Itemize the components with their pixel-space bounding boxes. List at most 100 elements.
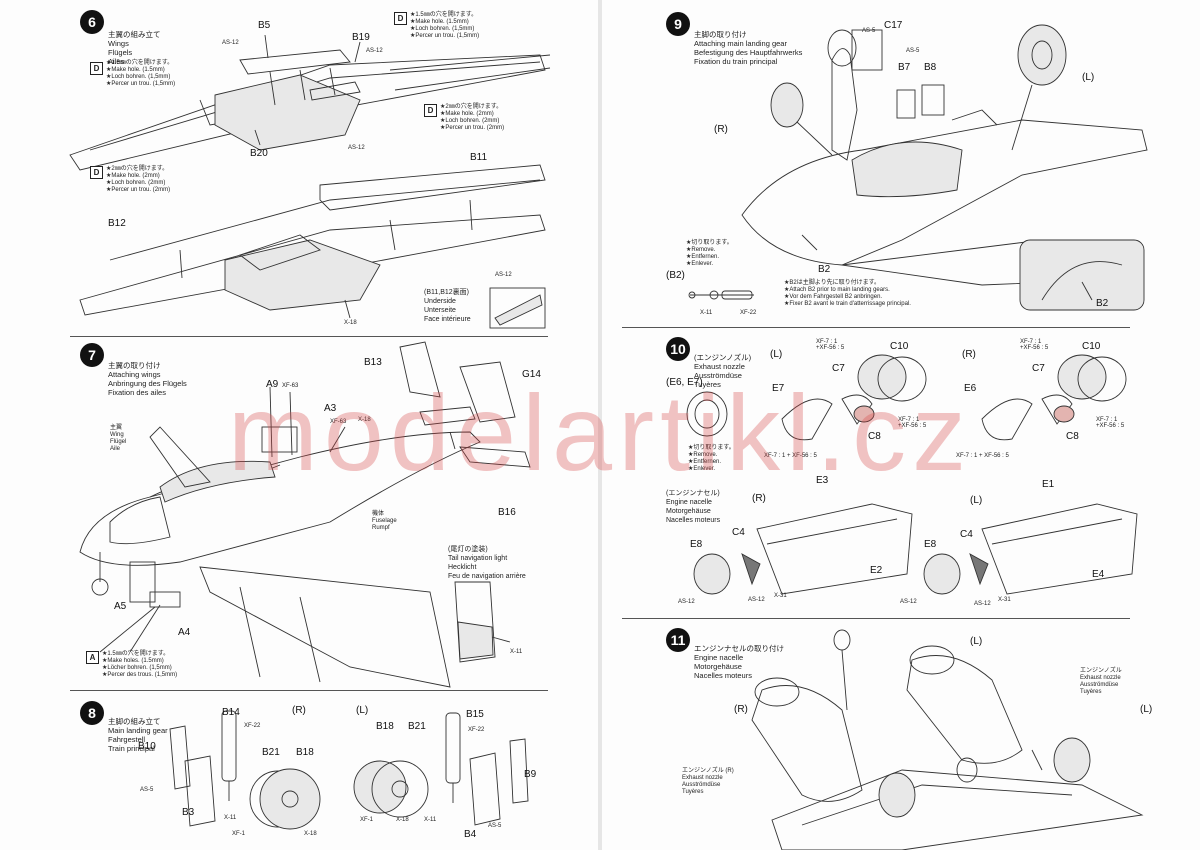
screw-label: X-11	[424, 817, 437, 823]
step-number: 9	[666, 12, 690, 36]
part-label: E8	[690, 539, 703, 550]
drill-mark: D	[394, 12, 407, 25]
part-label: B21	[262, 747, 280, 758]
part-label: B18	[376, 721, 394, 732]
part-label: B15	[466, 709, 484, 720]
part-label: B3	[182, 807, 195, 818]
screw-label: X-11	[700, 310, 713, 316]
section-divider	[622, 327, 1130, 328]
part-label: (B2)	[666, 270, 685, 281]
paint-mix: XF-7 : 1 + XF-56 : 5	[764, 453, 817, 459]
drill-note: ★1.5㎜の穴を開けます。★Make hole. (1.5mm)★Loch bo…	[106, 60, 176, 87]
part-label: E7	[772, 383, 785, 394]
paint-mix: XF-7 : 1 +XF-56 : 5	[816, 339, 845, 351]
part-label: C17	[884, 20, 903, 31]
step-number: 10	[666, 337, 690, 361]
screw-label: AS-12	[678, 599, 695, 605]
part-label: A3	[324, 403, 337, 414]
drill-note: ★2㎜の穴を開けます。★Make hole. (2mm)★Loch bohren…	[106, 166, 171, 193]
section-divider	[70, 690, 548, 691]
paint-label: XF-22	[244, 723, 261, 729]
part-label: C8	[1066, 431, 1079, 442]
side-label: (R)	[292, 705, 306, 716]
screw-label: X-18	[396, 817, 409, 823]
part-label: C7	[1032, 363, 1045, 374]
paint-label: XF-22	[740, 310, 757, 316]
part-label: (E6, E7)	[666, 377, 703, 388]
paint-label: XF-22	[468, 727, 485, 733]
part-label: B2	[1096, 298, 1109, 309]
screw-label: AS-12	[748, 597, 765, 603]
screw-label: X-18	[344, 320, 357, 326]
paint-label: XF-63	[282, 383, 299, 389]
part-label: E6	[964, 383, 977, 394]
screw-label: AS-12	[974, 601, 991, 607]
drill-mark: D	[424, 104, 437, 117]
screw-label: AS-5	[862, 28, 876, 34]
screw-label: X-18	[304, 831, 317, 837]
part-label: E1	[1042, 479, 1055, 490]
side-label: (L)	[1140, 704, 1153, 715]
part-label: E2	[870, 565, 883, 576]
part-label: E3	[816, 475, 829, 486]
screw-label: AS-12	[495, 272, 512, 278]
side-label: (L)	[1082, 72, 1095, 83]
part-label: B14	[222, 707, 240, 718]
step-number: 8	[80, 701, 104, 725]
part-label: G14	[522, 369, 541, 380]
screw-label: AS-12	[366, 48, 383, 54]
nacelle-install-drawing	[751, 629, 1144, 850]
side-label: (R)	[752, 493, 766, 504]
drill-note: ★1.5㎜の穴を開けます。★Make hole. (1.5mm)★Loch bo…	[410, 12, 480, 39]
exhaust-nozzle-drawing	[686, 354, 1138, 595]
part-label: C4	[732, 527, 745, 538]
part-label: B11	[470, 152, 488, 163]
screw-label: X-11	[510, 649, 523, 655]
screw-label: AS-12	[348, 145, 365, 151]
part-label: B9	[524, 769, 537, 780]
part-label: B5	[258, 20, 271, 31]
part-label: C7	[832, 363, 845, 374]
paint-mix: XF-7 : 1 +XF-56 : 5	[898, 417, 927, 429]
drill-mark: D	[90, 166, 103, 179]
step-number: 6	[80, 10, 104, 34]
part-label: B4	[464, 829, 477, 840]
landing-gear-drawing	[169, 710, 529, 830]
part-label: B19	[352, 32, 370, 43]
part-label: B12	[108, 218, 126, 229]
screw-label: AS-12	[900, 599, 917, 605]
part-label: B20	[250, 148, 268, 159]
part-label: C10	[1082, 341, 1101, 352]
screw-label: AS-5	[488, 823, 502, 829]
screw-label: AS-12	[222, 40, 239, 46]
section-divider	[622, 618, 1130, 619]
part-label: B8	[924, 62, 937, 73]
landing-gear-install-drawing	[688, 24, 1148, 311]
paint-mix: XF-7 : 1 +XF-56 : 5	[1096, 417, 1125, 429]
part-label: B7	[898, 62, 911, 73]
paint-mix: XF-7 : 1 +XF-56 : 5	[1020, 339, 1049, 351]
side-label: (L)	[970, 495, 983, 506]
side-label: (R)	[962, 349, 976, 360]
side-label: (R)	[734, 704, 748, 715]
screw-label: X-31	[998, 597, 1011, 603]
side-label: (L)	[770, 349, 783, 360]
wing-upper-assembly-drawing	[69, 34, 551, 329]
part-label: E8	[924, 539, 937, 550]
screw-label: X-31	[774, 593, 787, 599]
part-label: A9	[266, 379, 279, 390]
part-label: B18	[296, 747, 314, 758]
